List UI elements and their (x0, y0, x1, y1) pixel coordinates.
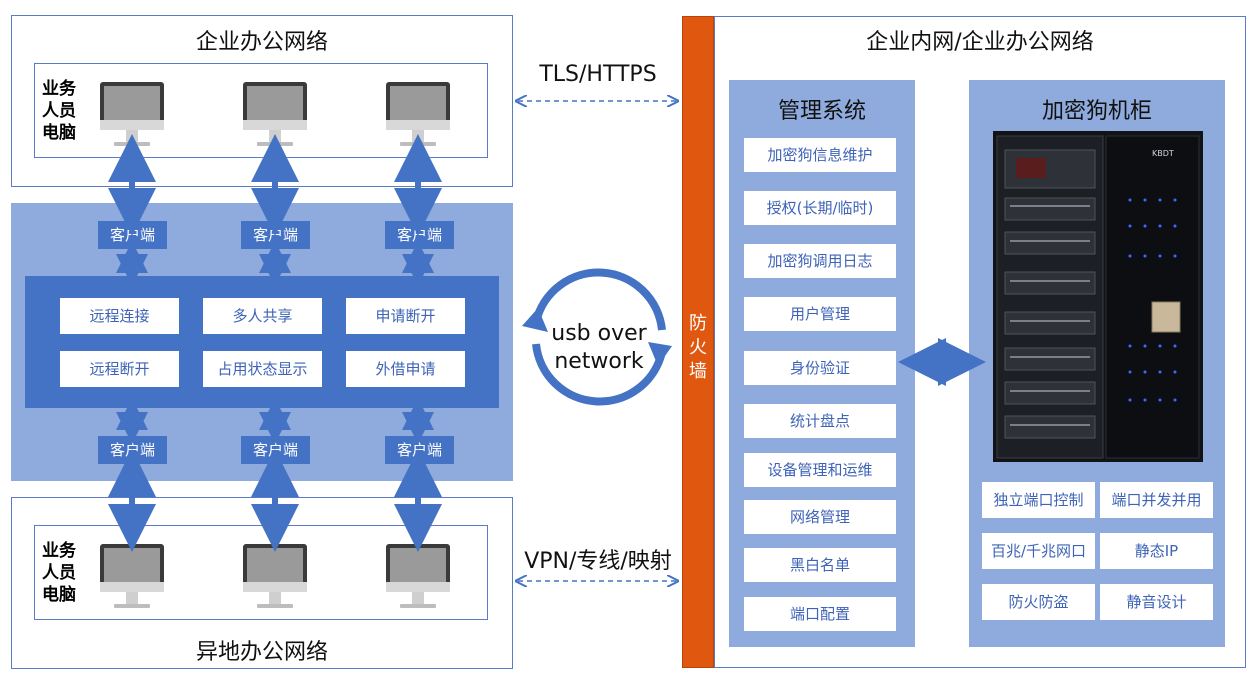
management-item: 身份验证 (744, 351, 896, 385)
monitor-icon (243, 544, 307, 608)
management-item: 加密狗调用日志 (744, 244, 896, 278)
cabinet-image: KBDT (993, 131, 1203, 462)
usb-over-network-label: usb over network (551, 321, 647, 374)
link-bottom-label: VPN/专线/映射 (524, 549, 672, 574)
management-item: 网络管理 (744, 500, 896, 534)
management-item: 统计盘点 (744, 404, 896, 438)
management-item: 授权(长期/临时) (744, 191, 896, 225)
cycle-arrows-icon (532, 268, 666, 406)
monitor-icon (386, 82, 450, 146)
monitor-icon (100, 82, 164, 146)
feature-lend-request: 外借申请 (346, 351, 465, 387)
cabinet-feature-silent: 静音设计 (1100, 584, 1213, 620)
monitor-icon (243, 82, 307, 146)
remote-pc-group-label: 业务人员电脑 (42, 541, 76, 605)
management-item: 加密狗信息维护 (744, 138, 896, 172)
monitor-icon (100, 544, 164, 608)
cabinet-feature-static-ip: 静态IP (1100, 533, 1213, 569)
feature-request-disconnect: 申请断开 (346, 298, 465, 334)
management-system-title: 管理系统 (777, 99, 866, 124)
intranet-title: 企业内网/企业办公网络 (866, 30, 1094, 55)
cabinet-feature-fire-theft: 防火防盗 (982, 584, 1095, 620)
monitor-icon (386, 544, 450, 608)
feature-usage-status: 占用状态显示 (203, 351, 322, 387)
firewall (682, 16, 714, 668)
firewall-label: 防火墙 (689, 313, 707, 382)
feature-remote-disconnect: 远程断开 (60, 351, 179, 387)
management-item: 端口配置 (744, 597, 896, 631)
cabinet-feature-ethernet: 百兆/千兆网口 (982, 533, 1095, 569)
management-item: 用户管理 (744, 297, 896, 331)
remote-network-title: 异地办公网络 (195, 640, 328, 665)
office-network-title: 企业办公网络 (195, 30, 328, 55)
cabinet-brand: KBDT (1152, 149, 1174, 158)
management-item: 黑白名单 (744, 548, 896, 582)
feature-remote-connect: 远程连接 (60, 298, 179, 334)
cabinet-feature-port-concurrent: 端口并发并用 (1100, 482, 1213, 518)
link-top-label: TLS/HTTPS (539, 62, 657, 87)
cabinet-feature-port-control: 独立端口控制 (982, 482, 1095, 518)
feature-multi-share: 多人共享 (203, 298, 322, 334)
office-pc-group-label: 业务人员电脑 (42, 79, 76, 143)
cabinet-title: 加密狗机柜 (1041, 99, 1152, 124)
management-item: 设备管理和运维 (744, 453, 896, 487)
